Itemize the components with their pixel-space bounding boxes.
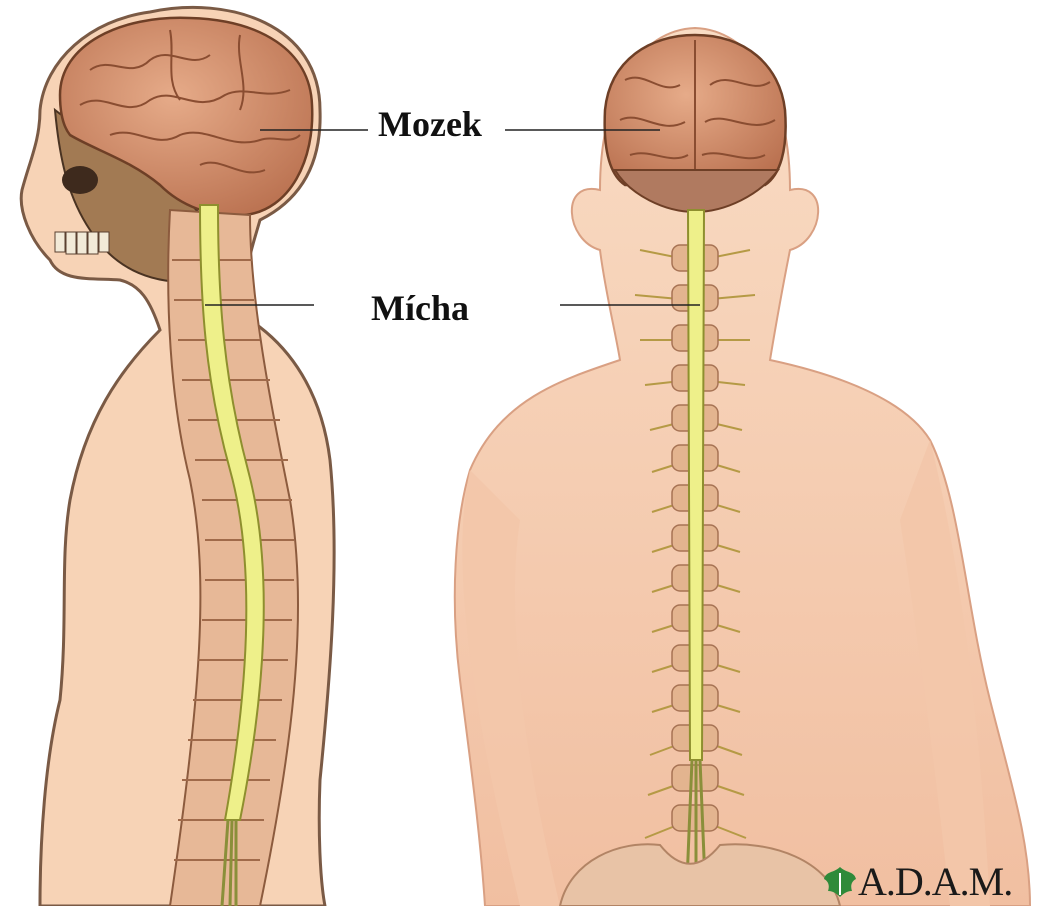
logo-text: A.D.A.M. bbox=[858, 862, 1012, 902]
side-teeth bbox=[55, 232, 109, 254]
spinal-cord-label: Mícha bbox=[371, 290, 469, 326]
back-view-figure bbox=[455, 28, 1030, 906]
leaf-icon bbox=[822, 865, 858, 899]
side-view-figure bbox=[21, 7, 334, 906]
adam-logo: A.D.A.M. bbox=[822, 862, 1012, 902]
back-spinal-cord bbox=[688, 210, 704, 760]
brain-label: Mozek bbox=[378, 106, 482, 142]
side-eye-socket bbox=[62, 166, 98, 194]
